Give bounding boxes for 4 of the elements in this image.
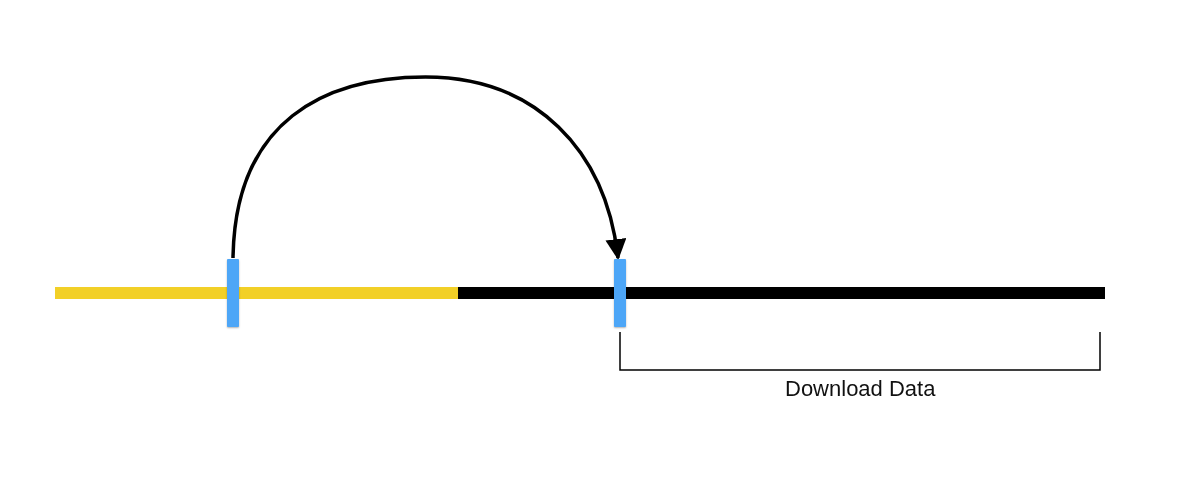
range-label: Download Data	[785, 376, 936, 402]
seek-marker	[227, 259, 239, 327]
curved-arrow	[231, 75, 626, 261]
seek-marker	[614, 259, 626, 327]
